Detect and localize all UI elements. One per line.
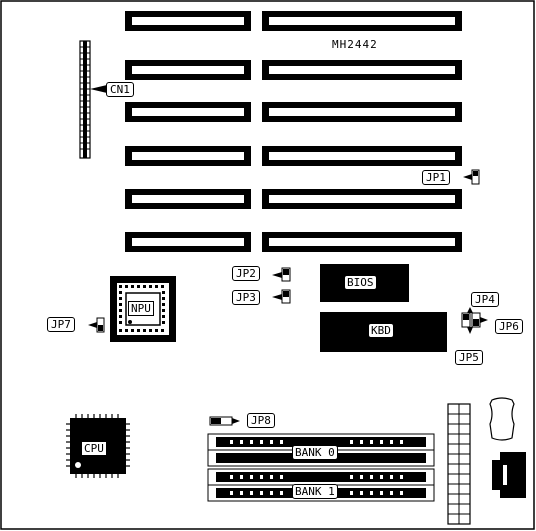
board-model-label: MH2442 [332,38,378,51]
power-connector [447,403,471,525]
cpu-chip [66,414,130,478]
jp1-jumper [463,169,480,185]
jp2-jumper [272,267,291,282]
expansion-slots-right [262,11,462,252]
jp7-jumper [88,317,105,333]
keyboard-connector [492,452,526,498]
jp8-label: JP8 [247,413,275,428]
jp3-jumper [272,289,291,304]
jp4-label: JP4 [471,292,499,307]
expansion-slots-left [125,11,251,252]
npu-socket [110,276,176,342]
jp1-label: JP1 [422,170,450,185]
jp3-label: JP3 [232,290,260,305]
bank1-label: BANK 1 [292,484,338,499]
cn1-label: CN1 [106,82,134,97]
npu-label: NPU [128,301,154,316]
bank0-label: BANK 0 [292,445,338,460]
kbd-label: KBD [368,323,394,338]
bios-label: BIOS [344,275,377,290]
cn1-connector [79,40,107,159]
jp2-label: JP2 [232,266,260,281]
jp4-jp5-jp6-jumpers [461,307,488,334]
jp7-label: JP7 [47,317,75,332]
jp6-label: JP6 [495,319,523,334]
cpu-label: CPU [81,441,107,456]
jp5-label: JP5 [455,350,483,365]
jp8-jumper [209,416,240,426]
battery [489,397,515,441]
